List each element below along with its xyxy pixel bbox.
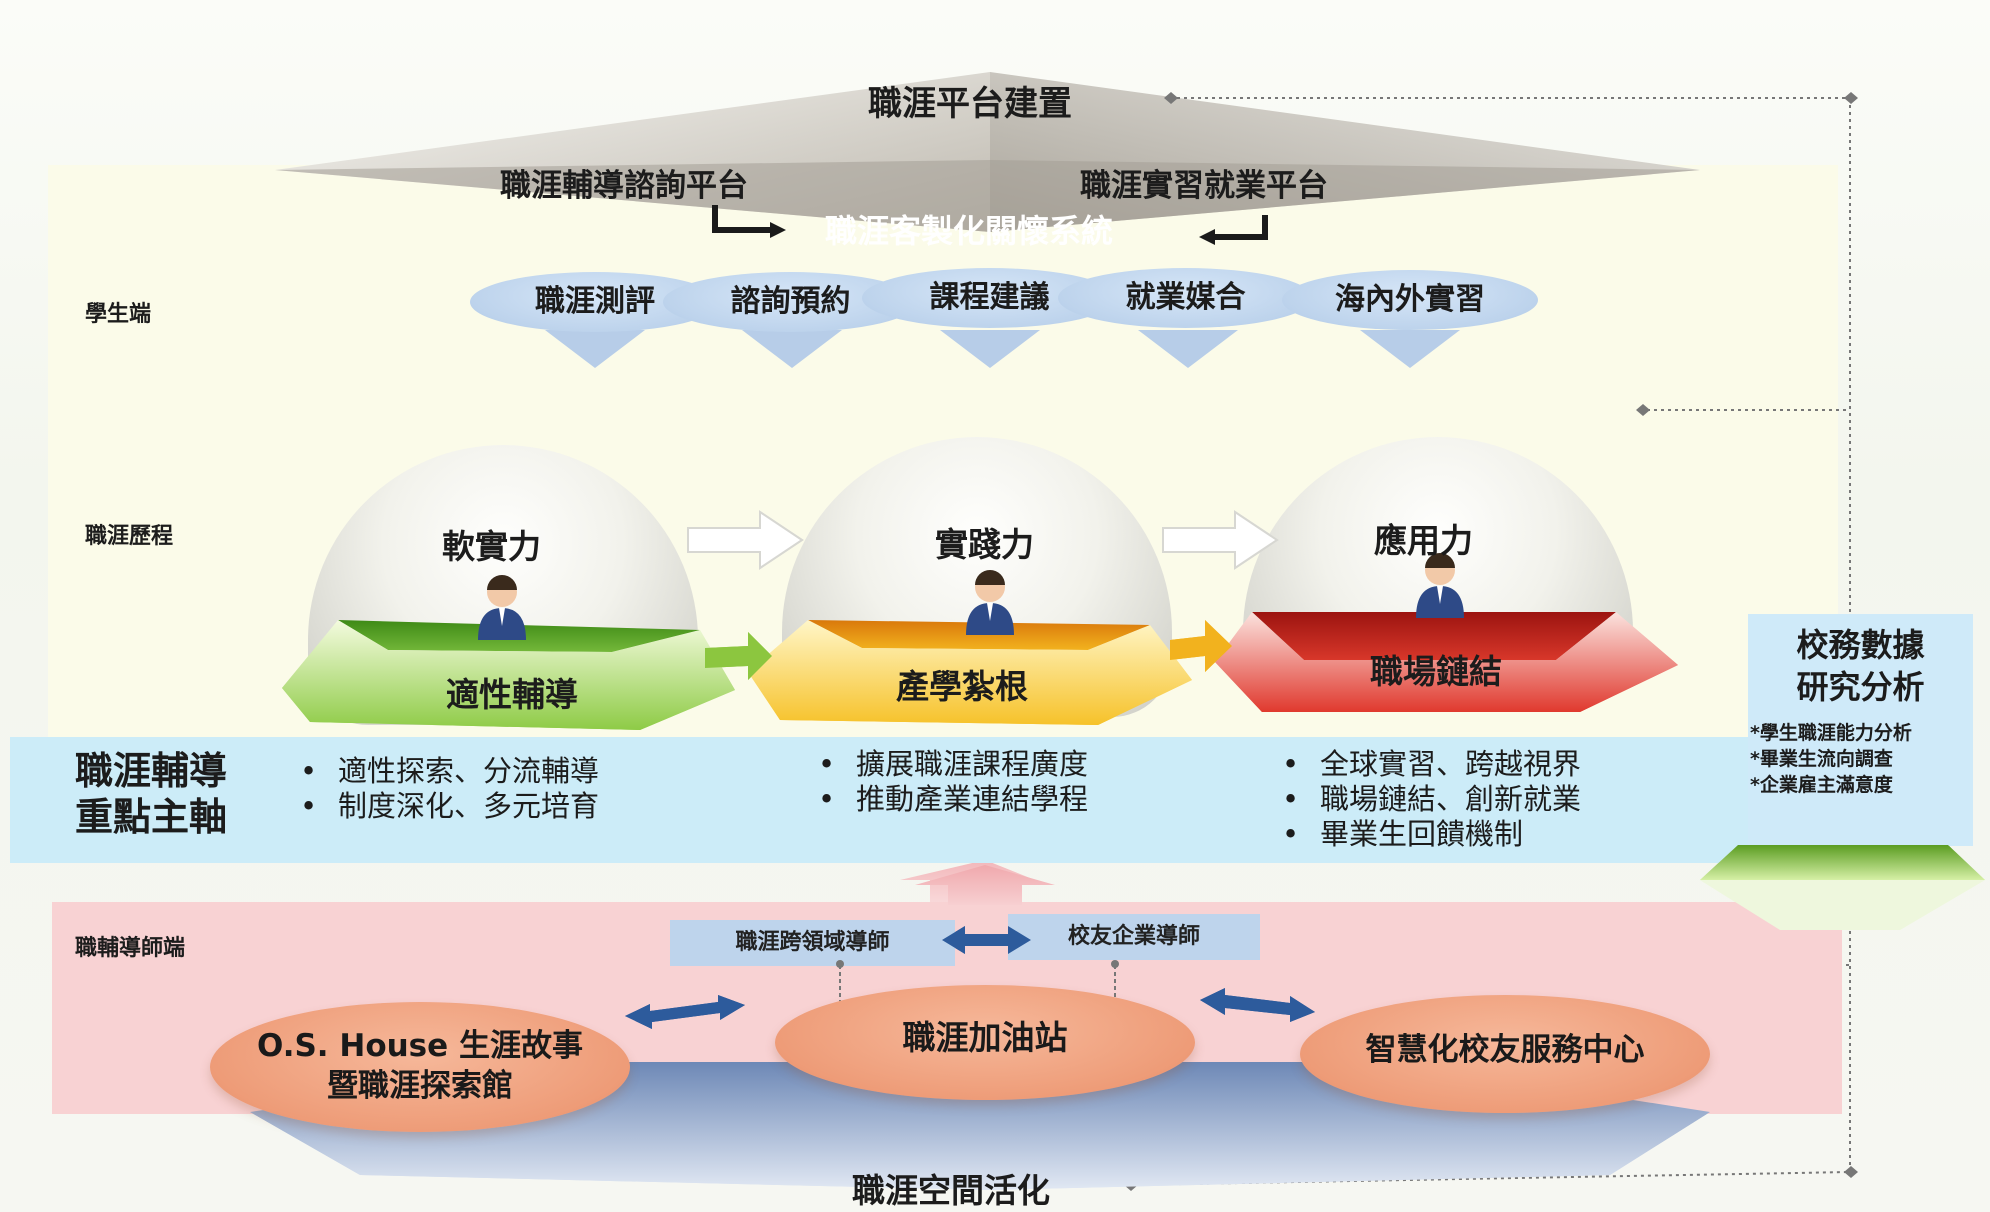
mentor-cross-domain: 職涯跨領域導師 [670, 920, 955, 966]
student-item: 海內外實習 [1282, 270, 1538, 330]
os-house-oval: O.S. House 生涯故事 暨職涯探索館 [210, 1002, 630, 1132]
os-house-line1: O.S. House 生涯故事 [257, 1028, 583, 1064]
stage-base-3: 職場鏈結 [1370, 652, 1502, 691]
space-title: 職涯空間活化 [852, 1171, 1050, 1210]
os-house-line2: 暨職涯探索館 [327, 1068, 513, 1104]
stage-base-1: 適性輔導 [446, 675, 578, 714]
double-arrow-icon [942, 926, 1031, 954]
axis-title-line1: 職涯輔導 [75, 749, 228, 793]
data-item: *畢業生流向調查 [1750, 748, 1893, 770]
axis-title-line2: 重點主軸 [75, 795, 228, 839]
axis-group-3: 全球實習、跨越視界 職場鏈結、創新就業 畢業生回饋機制 [1282, 747, 1581, 852]
axis-bullet: 擴展職涯課程廣度 [818, 747, 1088, 782]
axis-title: 職涯輔導 重點主軸 [75, 748, 227, 840]
data-list: *學生職涯能力分析 *畢業生流向調查 *企業雇主滿意度 [1748, 720, 1973, 798]
axis-bullet: 全球實習、跨越視界 [1282, 747, 1581, 782]
axis-bullet: 制度深化、多元培育 [300, 789, 599, 824]
axis-group-1: 適性探索、分流輔導 制度深化、多元培育 [300, 754, 599, 824]
student-item: 職涯測評 [470, 272, 720, 332]
platform-title: 職涯平台建置 [868, 84, 1072, 124]
axis-group-2: 擴展職涯課程廣度 推動產業連結學程 [818, 747, 1088, 817]
stage-power-1: 軟實力 [442, 527, 541, 566]
axis-bullet: 推動產業連結學程 [818, 782, 1088, 817]
person-icon [478, 575, 526, 640]
axis-bullet: 職場鏈結、創新就業 [1282, 782, 1581, 817]
data-analysis-box: 校務數據 研究分析 *學生職涯能力分析 *畢業生流向調查 *企業雇主滿意度 [1748, 614, 1973, 846]
student-label: 學生端 [85, 302, 152, 327]
stage-power-3: 應用力 [1374, 521, 1473, 560]
data-item: *企業雇主滿意度 [1750, 774, 1893, 796]
mentor-label: 職輔導師端 [75, 936, 186, 961]
axis-bullet: 畢業生回饋機制 [1282, 817, 1581, 852]
student-item: 諮詢預約 [663, 272, 918, 332]
student-item: 就業媒合 [1058, 268, 1313, 328]
stage-power-2: 實踐力 [935, 525, 1034, 564]
person-icon [966, 570, 1014, 635]
platform-right: 職涯實習就業平台 [1080, 168, 1328, 204]
platform-left: 職涯輔導諮詢平台 [500, 168, 748, 204]
alumni-center-oval: 智慧化校友服務中心 [1300, 995, 1710, 1113]
platform-system: 職涯客製化關懷系統 [825, 212, 1114, 250]
double-arrow-icon [1200, 988, 1315, 1022]
data-platform [1700, 845, 1985, 930]
center-label: 職涯加油站 [902, 1018, 1068, 1057]
center-oval: 職涯加油站 [775, 985, 1195, 1100]
data-title-line2: 研究分析 [1796, 668, 1925, 706]
data-title-line1: 校務數據 [1796, 626, 1925, 664]
person-icon [1416, 553, 1464, 618]
axis-bullet: 適性探索、分流輔導 [300, 754, 599, 789]
journey-label: 職涯歷程 [85, 524, 174, 549]
double-arrow-icon [625, 995, 745, 1029]
stage-base-2: 產學紮根 [896, 667, 1028, 706]
mentor-alumni: 校友企業導師 [1008, 914, 1260, 960]
data-item: *學生職涯能力分析 [1750, 722, 1912, 744]
alumni-center-label: 智慧化校友服務中心 [1365, 1032, 1645, 1068]
